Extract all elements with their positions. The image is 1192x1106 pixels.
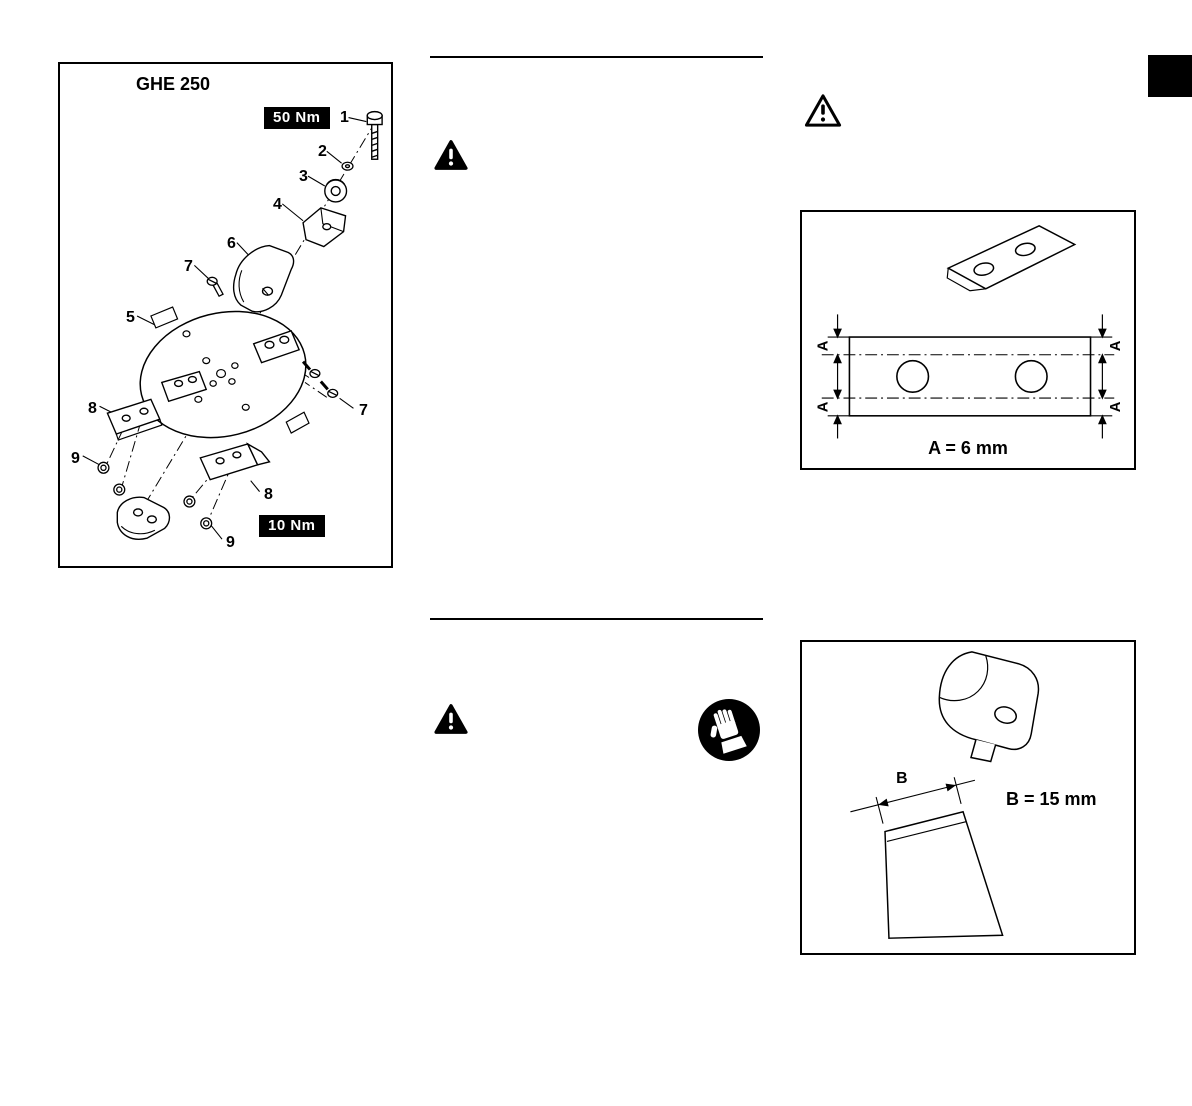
mounting-bolt (366, 110, 383, 160)
part-label-9b: 9 (226, 534, 235, 551)
dimension-b-arrowhead (878, 798, 889, 807)
blade-wear-limit-figure: A A A A A = 6 mm (800, 210, 1136, 470)
dimension-arrows-right (1098, 314, 1107, 439)
part-label-8: 8 (88, 400, 97, 417)
dim-b-label: B (896, 770, 907, 787)
protective-gloves-icon (698, 699, 760, 761)
extension-lines (827, 336, 1113, 417)
warning-triangle-outline-icon (804, 94, 842, 127)
dim-a-label: A (816, 401, 832, 412)
figure-title: GHE 250 (136, 74, 211, 94)
part-label-4: 4 (273, 196, 282, 213)
chipping-blade (199, 442, 271, 481)
lock-nut (97, 461, 126, 496)
exploded-view-drawing (82, 110, 383, 540)
part-label-7b: 7 (359, 402, 368, 419)
section-divider (430, 618, 763, 620)
blade-outline (848, 336, 1092, 417)
part-label-9: 9 (71, 450, 80, 467)
screw (206, 276, 224, 298)
disc-holes (182, 330, 250, 411)
dimension-b-caption: B = 15 mm (1006, 789, 1097, 809)
dimension-arrows-left (833, 314, 842, 439)
blade-cross-section (884, 810, 1004, 939)
mounted-blade (252, 330, 301, 364)
chipping-blade-3d (938, 651, 1040, 763)
part-label-7: 7 (184, 258, 193, 275)
clamp-bracket (302, 207, 347, 248)
blade-hole (1014, 359, 1048, 393)
sharpening-drawing: B (850, 651, 1040, 939)
chipping-blade-figure: B B = 15 mm (800, 640, 1136, 955)
exploded-view-figure: GHE 250 50 Nm 10 Nm 1 2 3 4 6 7 5 8 9 7 … (58, 62, 393, 568)
warning-triangle-icon (434, 140, 468, 170)
warning-triangle-icon (434, 704, 468, 734)
dim-a-label: A (1108, 340, 1124, 351)
wear-limit-drawing: A A A A (816, 224, 1124, 439)
washer (341, 161, 354, 171)
dim-a-label: A (1108, 401, 1124, 412)
chipping-blade (106, 398, 163, 441)
part-label-3: 3 (299, 168, 308, 185)
part-label-8b: 8 (264, 486, 273, 503)
dimension-a-caption: A = 6 mm (928, 438, 1008, 458)
cup-washer (324, 178, 348, 203)
scoop-blade (116, 496, 171, 540)
dim-a-label: A (816, 340, 832, 351)
blade-3d (946, 224, 1077, 292)
part-label-1: 1 (340, 109, 349, 126)
leader-lines (82, 117, 367, 540)
part-label-2: 2 (318, 143, 327, 160)
torque-label-10nm: 10 Nm (259, 515, 325, 537)
mounted-clamp-plate (160, 370, 208, 403)
blade-hole (896, 359, 930, 393)
lock-nut (183, 495, 213, 530)
page-edge-tab (1148, 55, 1192, 97)
wear-limit-lines (821, 354, 1115, 399)
torque-label-50nm: 50 Nm (264, 107, 330, 129)
section-divider (430, 56, 763, 58)
deflector-bracket (232, 244, 295, 313)
part-label-6: 6 (227, 235, 236, 252)
dimension-b-arrowhead (945, 783, 957, 792)
screw (301, 360, 339, 398)
part-label-5: 5 (126, 309, 135, 326)
